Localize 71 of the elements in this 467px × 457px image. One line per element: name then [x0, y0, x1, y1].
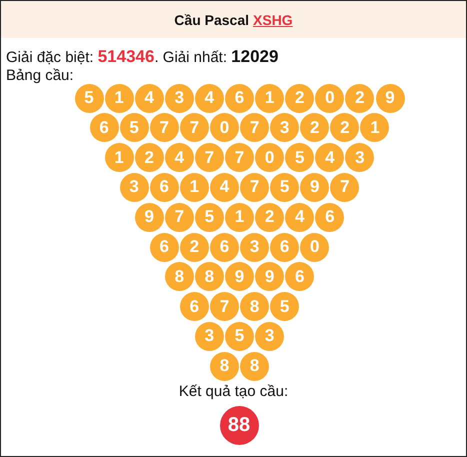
number-circle: 0	[255, 143, 284, 172]
number-circle: 4	[134, 84, 164, 112]
number-circle: 6	[285, 262, 314, 292]
number-circle: 7	[150, 113, 179, 142]
number-circle: 1	[104, 84, 134, 112]
number-circle: 3	[255, 322, 284, 351]
section-label: Kết quả tạo cầu:	[178, 383, 288, 400]
number-circle: 8	[240, 352, 270, 381]
number-circle: 3	[164, 84, 194, 112]
number-circle: 0	[210, 113, 239, 142]
number-circle: 5	[194, 202, 224, 232]
number-circle: 2	[330, 113, 360, 142]
number-circle: 6	[315, 202, 344, 232]
number-circle: 6	[225, 84, 254, 112]
number-circle: 2	[285, 84, 314, 112]
number-circle: 5	[270, 172, 300, 202]
number-circle: 7	[240, 172, 270, 202]
number-circle: 3	[345, 143, 374, 172]
number-circle: 7	[180, 113, 209, 142]
number-circle: 7	[194, 143, 224, 172]
number-circle: 6	[150, 172, 179, 202]
number-circle: 8	[164, 262, 194, 292]
number-circle: 1	[180, 172, 209, 202]
section-label: Bảng cầu:	[6, 67, 74, 85]
number-circle: 5	[285, 143, 314, 172]
number-circle: 3	[194, 322, 224, 351]
number-circle: 0	[315, 84, 344, 112]
number-circle: 2	[345, 84, 374, 112]
number-circle: 4	[315, 143, 344, 172]
number-circle: 4	[285, 202, 314, 232]
number-circle: 6	[270, 232, 300, 262]
number-circle: 4	[210, 172, 239, 202]
number-circle: 9	[134, 202, 164, 232]
number-circle: 0	[300, 232, 330, 262]
number-circle: 7	[225, 143, 254, 172]
number-circle: 5	[120, 113, 149, 142]
link: XSHG	[253, 12, 293, 28]
number-circle: 6	[210, 232, 239, 262]
number-circle: 7	[330, 172, 360, 202]
number-circle: 7	[240, 113, 270, 142]
number-circle: 8	[240, 292, 270, 322]
number-circle: 6	[180, 292, 209, 322]
title: Cầu Pascal	[174, 12, 250, 28]
number-circle: 5	[225, 322, 254, 351]
number-circle: 1	[104, 143, 134, 172]
number-circle: 3	[270, 113, 300, 142]
number-circle: 1	[225, 202, 254, 232]
number-circle: 2	[300, 113, 330, 142]
result-circle: 88	[220, 406, 258, 444]
number-circle: 6	[150, 232, 179, 262]
number-circle: 5	[74, 84, 104, 112]
number-circle: 8	[210, 352, 239, 381]
prize-results: Giải đặc biệt: 514346. Giải nhất: 12029	[6, 48, 278, 67]
number-circle: 1	[360, 113, 390, 142]
number-circle: 2	[180, 232, 209, 262]
number-circle: 9	[376, 84, 404, 112]
number-circle: 5	[270, 292, 300, 322]
number-circle: 3	[240, 232, 270, 262]
number-circle: 6	[90, 113, 119, 142]
number-circle: 8	[194, 262, 224, 292]
number-circle: 4	[194, 84, 224, 112]
number-circle: 7	[164, 202, 194, 232]
number-circle: 1	[255, 84, 284, 112]
number-circle: 9	[225, 262, 254, 292]
number-circle: 3	[120, 172, 149, 202]
number-circle: 9	[300, 172, 330, 202]
number-circle: 7	[210, 292, 239, 322]
number-circle: 2	[255, 202, 284, 232]
number-circle: 9	[255, 262, 284, 292]
number-circle: 4	[164, 143, 194, 172]
number-circle: 2	[134, 143, 164, 172]
